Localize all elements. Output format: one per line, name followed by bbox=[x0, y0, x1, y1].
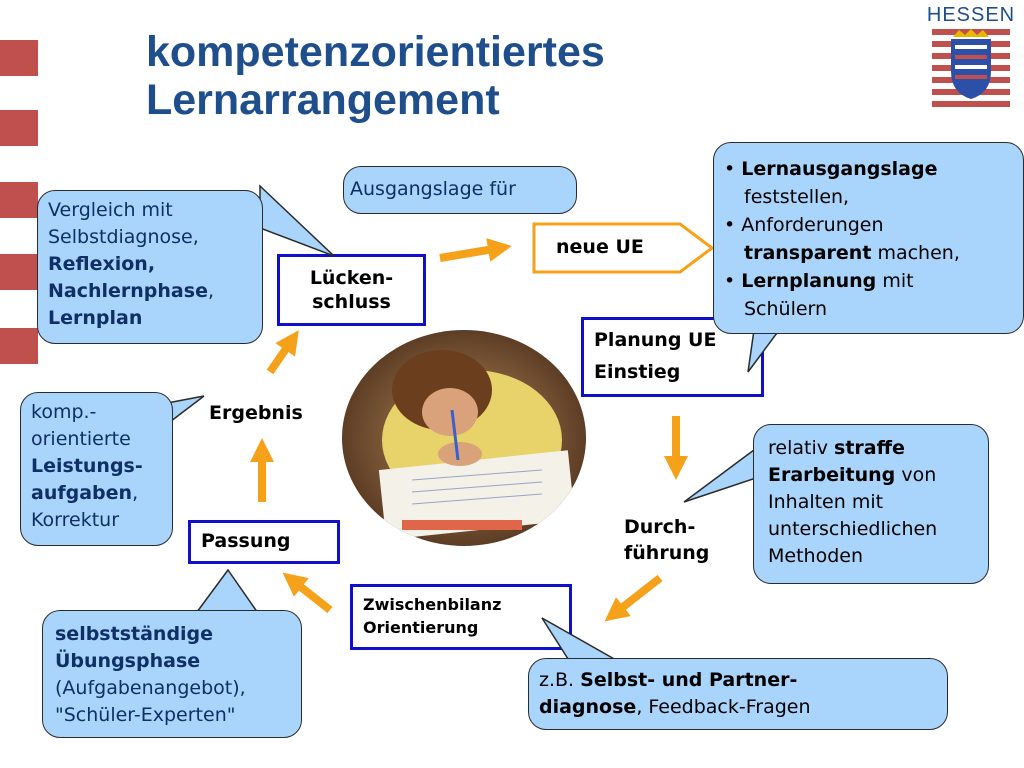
arrow-to-passung bbox=[282, 572, 333, 614]
erarbeitung-bold: Erarbeitung bbox=[768, 464, 896, 486]
straffe-bold: straffe bbox=[834, 437, 905, 459]
decor-square bbox=[0, 182, 38, 218]
title-line-2: Lernarrangement bbox=[146, 76, 500, 124]
student-photo bbox=[342, 330, 586, 546]
arrow-to-zwischenbilanz bbox=[604, 574, 663, 622]
bullet: • bbox=[724, 214, 736, 236]
decor-square bbox=[0, 110, 38, 146]
von-text: von bbox=[901, 464, 937, 486]
zb-text: z.B. bbox=[539, 669, 575, 691]
selbst-bold-1: selbstständige bbox=[55, 623, 214, 645]
schuelern-text: Schülern bbox=[744, 298, 828, 320]
decor-square bbox=[0, 254, 38, 290]
komp-callout: komp.- orientierte Leistungs- aufgaben, … bbox=[20, 392, 173, 546]
planung-line-2: Einstieg bbox=[594, 361, 681, 383]
ergebnis-label: Ergebnis bbox=[209, 402, 303, 424]
anforderungen-text: Anforderungen bbox=[741, 214, 884, 236]
lueckenschluss-line-1: Lücken- bbox=[309, 267, 394, 289]
komp-line-2: orientierte bbox=[31, 428, 131, 450]
durchfuehrung-line-1: Durch- bbox=[624, 516, 696, 538]
komp-bold-2: aufgaben bbox=[31, 482, 133, 504]
arrow-to-lueckenschluss bbox=[266, 330, 299, 375]
vergleich-comma: , bbox=[207, 280, 214, 302]
vergleich-callout: Vergleich mit Selbstdiagnose, Reflexion,… bbox=[37, 190, 263, 344]
bullet: • bbox=[724, 270, 736, 292]
lernausgangslage-bold: Lernausgangslage bbox=[741, 158, 938, 180]
durchfuehrung-line-2: führung bbox=[624, 542, 710, 564]
title-line-1: kompetenzorientiertes bbox=[146, 28, 605, 76]
arrow-to-neue-ue bbox=[439, 238, 512, 262]
komp-line-3: Korrektur bbox=[31, 509, 120, 531]
zwischenbilanz-line-1: Zwischenbilanz bbox=[363, 595, 502, 614]
machen-text: machen, bbox=[877, 242, 960, 264]
hessen-logo: HESSEN bbox=[926, 4, 1016, 114]
komp-line-1: komp.- bbox=[31, 401, 97, 423]
lernausgangslage-callout: • Lernausgangslage feststellen, • Anford… bbox=[713, 142, 1024, 334]
partner-callout: z.B. Selbst- und Partner- diagnose, Feed… bbox=[528, 658, 948, 730]
passung-label: Passung bbox=[201, 530, 291, 552]
straffe-line-4: unterschiedlichen bbox=[768, 518, 938, 540]
mit-text: mit bbox=[882, 270, 914, 292]
ausgangslage-callout: Ausgangslage für bbox=[343, 166, 577, 214]
planung-line-1: Planung UE bbox=[594, 329, 717, 351]
feedback-text: , Feedback-Fragen bbox=[636, 696, 811, 718]
page-title: kompetenzorientiertes Lernarrangement bbox=[146, 28, 605, 124]
partner-bold-1: Selbst- und Partner- bbox=[580, 669, 798, 691]
ausgangslage-text: Ausgangslage für bbox=[350, 178, 516, 200]
selbst-line-4: "Schüler-Experten" bbox=[55, 704, 236, 726]
selbst-bold-2: Übungsphase bbox=[55, 650, 201, 672]
lernplanung-bold: Lernplanung bbox=[741, 270, 877, 292]
komp-comma: , bbox=[132, 482, 139, 504]
partner-bold-2: diagnose bbox=[539, 696, 637, 718]
vergleich-line-1: Vergleich mit bbox=[48, 199, 173, 221]
vergleich-bold-1: Reflexion, bbox=[48, 253, 156, 275]
selbst-line-3: (Aufgabenangebot), bbox=[55, 677, 246, 699]
lueckenschluss-box: Lücken- schluss bbox=[277, 254, 426, 326]
hessen-coat-of-arms-icon bbox=[932, 29, 1010, 107]
lueckenschluss-line-2: schluss bbox=[312, 291, 391, 313]
straffe-line-5: Methoden bbox=[768, 545, 863, 567]
relativ-text: relativ bbox=[768, 437, 828, 459]
decor-square bbox=[0, 40, 38, 76]
vergleich-line-2: Selbstdiagnose, bbox=[48, 226, 199, 248]
bullet: • bbox=[724, 158, 736, 180]
student-writing-image bbox=[342, 330, 586, 546]
komp-bold-1: Leistungs- bbox=[31, 455, 143, 477]
passung-box: Passung bbox=[188, 520, 340, 564]
logo-text: HESSEN bbox=[926, 4, 1016, 26]
selbst-callout: selbstständige Übungsphase (Aufgabenange… bbox=[42, 610, 302, 738]
vergleich-callout-tail bbox=[259, 184, 335, 257]
straffe-callout: relativ straffe Erarbeitung von Inhalten… bbox=[753, 424, 989, 584]
neue-ue-label: neue UE bbox=[556, 236, 644, 258]
decor-square bbox=[0, 328, 38, 364]
durchfuehrung-label: Durch- führung bbox=[624, 514, 709, 566]
lernausgangslage-rest: feststellen, bbox=[744, 186, 850, 208]
straffe-line-3: Inhalten mit bbox=[768, 491, 884, 513]
transparent-bold: transparent bbox=[744, 242, 872, 264]
vergleich-bold-3: Lernplan bbox=[48, 307, 143, 329]
zwischenbilanz-box: Zwischenbilanz Orientierung bbox=[350, 584, 572, 650]
zwischenbilanz-line-2: Orientierung bbox=[363, 618, 479, 637]
vergleich-bold-2: Nachlernphase bbox=[48, 280, 208, 302]
neue-ue-box bbox=[532, 222, 715, 274]
